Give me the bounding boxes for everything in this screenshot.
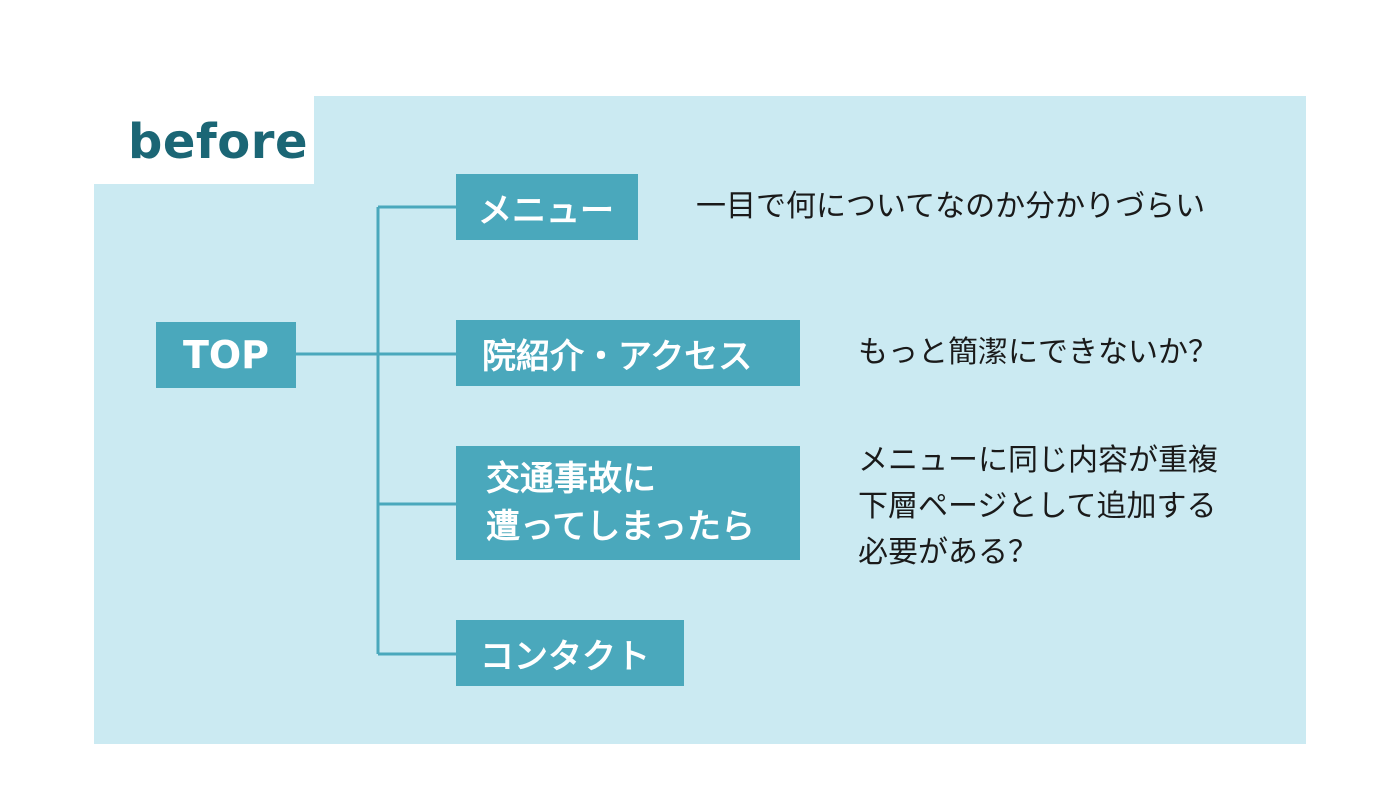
node-contact-label: コンタクト (480, 636, 650, 677)
node-menu: メニュー (456, 174, 638, 240)
note-traffic-accident-line3: 必要がある？ (858, 535, 1038, 570)
heading-before: before (128, 114, 308, 170)
note-traffic-accident: メニューに同じ内容が重複 下層ページとして追加する 必要がある？ (858, 438, 1218, 576)
node-clinic-access: 院紹介・アクセス (456, 320, 800, 386)
note-traffic-accident-line1: メニューに同じ内容が重複 (858, 443, 1218, 478)
node-top: TOP (156, 322, 296, 388)
node-clinic-access-label: 院紹介・アクセス (482, 336, 753, 377)
heading-tab (94, 96, 314, 184)
node-traffic-accident: 交通事故に 遭ってしまったら (456, 446, 800, 560)
node-menu-label: メニュー (478, 190, 614, 231)
node-contact: コンタクト (456, 620, 684, 686)
diagram-panel (94, 96, 1306, 744)
node-traffic-accident-line2: 遭ってしまったら (486, 507, 755, 547)
note-traffic-accident-line2: 下層ページとして追加する (858, 489, 1217, 524)
note-menu: 一目で何についてなのか分かりづらい (696, 189, 1206, 224)
note-clinic-access: もっと簡潔にできないか？ (858, 335, 1218, 370)
node-traffic-accident-line1: 交通事故に (486, 459, 656, 499)
node-top-label: TOP (182, 333, 270, 377)
